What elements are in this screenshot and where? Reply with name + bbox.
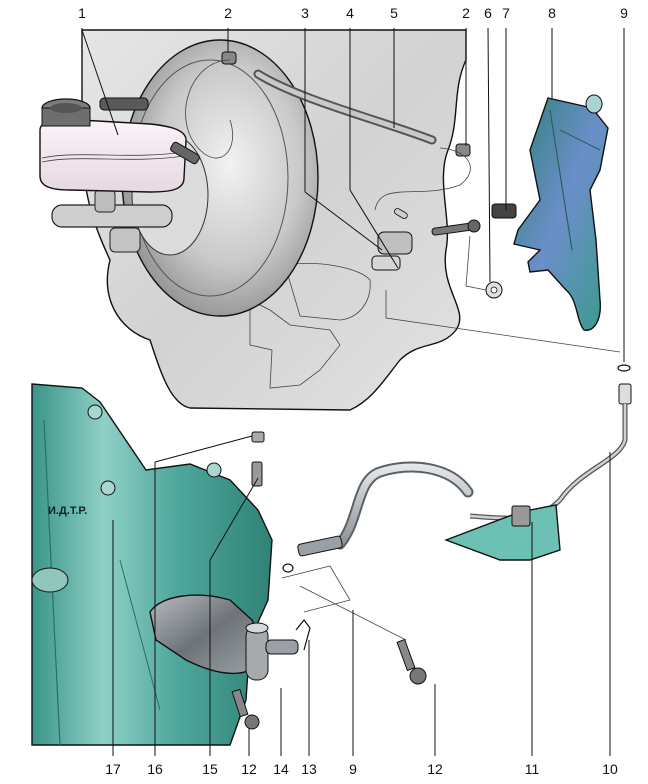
pushrod-ball: [467, 219, 481, 233]
callout-2-right: 2: [462, 5, 470, 21]
hose-clamp-right: [455, 143, 471, 157]
callout-15: 15: [202, 761, 218, 777]
retaining-clip: [491, 203, 517, 219]
supply-hose-shine: [255, 71, 435, 143]
pedal-rib: [549, 109, 573, 251]
clutch-pipe: [469, 404, 628, 521]
gearbox-boss: [87, 404, 103, 420]
bleeder-valve: [251, 461, 263, 487]
gearbox-boss-3: [206, 462, 222, 478]
callout-13: 13: [301, 761, 317, 777]
gearbox-boss-2: [100, 480, 116, 496]
callout-14: 14: [273, 761, 289, 777]
callout-12-right: 12: [427, 761, 443, 777]
callout-17: 17: [105, 761, 121, 777]
master-cylinder-bracket: [109, 227, 141, 253]
pedal-mount-loop: [585, 94, 603, 114]
callout-8: 8: [548, 5, 556, 21]
callout-9-bottom: 9: [349, 761, 357, 777]
reservoir-cap-top: [50, 103, 82, 113]
mounting-bolt-left: [231, 688, 260, 730]
flexible-hose-shine: [336, 463, 472, 548]
callout-16: 16: [147, 761, 163, 777]
pipe-clip: [511, 505, 531, 527]
callout-3: 3: [301, 5, 309, 21]
callout-4: 4: [346, 5, 354, 21]
reservoir-seam: [41, 151, 185, 159]
clevis-pin: [394, 208, 408, 219]
pipe-end-fitting: [618, 383, 632, 405]
clutch-pedal-assembly: [513, 97, 609, 331]
hose-end-fitting: [297, 535, 343, 557]
callout-12-left: 12: [241, 761, 257, 777]
reservoir-outlet: [99, 97, 149, 111]
callout-10: 10: [602, 761, 618, 777]
firewall-recess: [249, 299, 341, 389]
assembly-line-seal: [281, 565, 351, 613]
hose-clamp-left: [221, 51, 237, 65]
slave-port-top: [245, 622, 269, 634]
master-cylinder-port: [94, 189, 116, 213]
pipe-bracket: [444, 504, 561, 561]
callout-6: 6: [484, 5, 492, 21]
hose-routing-line: [185, 59, 234, 159]
callout-7: 7: [502, 5, 510, 21]
callout-2-left: 2: [224, 5, 232, 21]
mounting-bolt-right: [396, 638, 427, 685]
callout-5: 5: [390, 5, 398, 21]
washer-hole: [490, 286, 498, 294]
gearbox-rib-2: [119, 559, 161, 711]
firewall-ledge: [284, 263, 371, 321]
bleeder-cap: [251, 431, 265, 443]
hose-routing-line-2: [374, 147, 471, 211]
reservoir-hose-nipple: [170, 141, 200, 165]
callout-11: 11: [525, 761, 540, 777]
pedal-rib-2: [559, 129, 601, 151]
seal-ring-upper: [617, 364, 631, 372]
slave-outlet: [265, 639, 299, 655]
reservoir-seam-2: [41, 155, 185, 163]
seal-ring-lower: [282, 563, 294, 573]
gearbox-marking: И.Д.Т.Р.: [48, 505, 87, 517]
pipe-route-line: [385, 290, 621, 353]
bottom-leader-lines: [112, 435, 611, 756]
slave-cylinder-port: [245, 625, 269, 681]
washer-dashed-lead: [465, 235, 487, 291]
callout-1: 1: [78, 5, 86, 21]
slave-retaining-clip: [295, 619, 311, 651]
callout-9-top: 9: [620, 5, 628, 21]
connector-clip: [371, 255, 401, 271]
gearbox-bore: [31, 567, 69, 593]
top-leader-lines: [81, 27, 625, 362]
